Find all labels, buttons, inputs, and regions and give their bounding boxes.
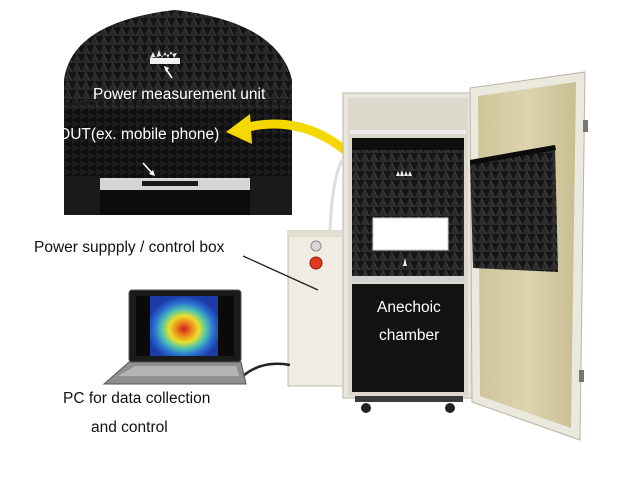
power-supply-leader-line xyxy=(242,255,319,291)
heatmap-icon xyxy=(150,296,218,356)
anechoic-chamber-label-line1: Anechoic xyxy=(377,299,441,316)
power-button-icon xyxy=(310,240,322,252)
chamber-door xyxy=(469,71,588,441)
pc-label-line1: PC for data collection xyxy=(63,390,211,407)
pc-label-line2: and control xyxy=(91,419,168,436)
power-measurement-unit-shape xyxy=(150,50,180,64)
dut-phone-shape xyxy=(142,181,198,186)
power-supply-label: Power suppply / control box xyxy=(34,239,225,256)
anechoic-chamber-cabinet xyxy=(342,92,474,413)
control-box xyxy=(287,159,344,387)
dut-pointer-arrow xyxy=(142,162,153,174)
power-measurement-unit-label: Power measurement unit xyxy=(93,86,266,103)
emergency-stop-icon xyxy=(309,256,323,270)
zoom-inset xyxy=(64,10,292,215)
laptop-icon xyxy=(102,289,247,385)
anechoic-chamber-label-line2: chamber xyxy=(379,327,440,344)
pc-cable xyxy=(242,362,291,377)
callout-arrowhead xyxy=(226,114,252,144)
dut-label: DUT(ex. mobile phone) xyxy=(59,126,220,143)
